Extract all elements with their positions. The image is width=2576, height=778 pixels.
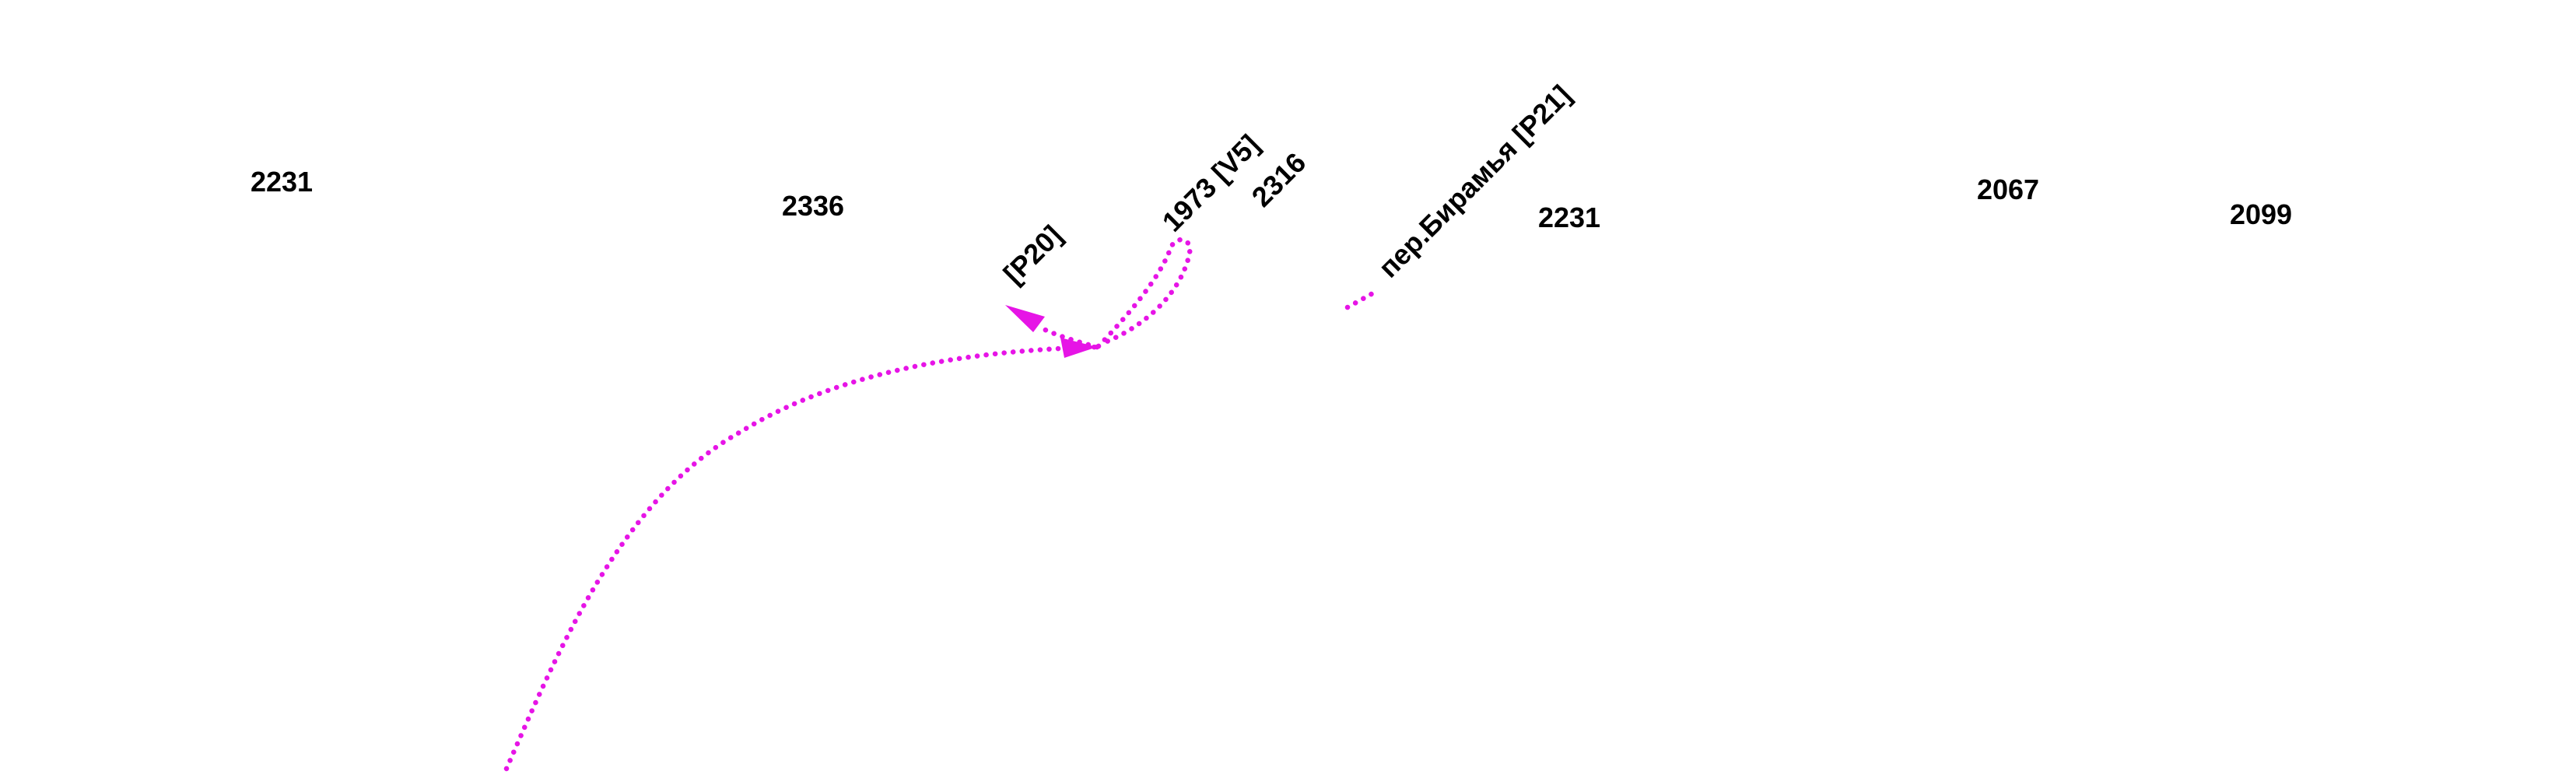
- waypoint-label-p20: [P20]: [997, 219, 1068, 289]
- elevation-label: 2231: [251, 166, 313, 198]
- loop-route-track[interactable]: [1095, 237, 1193, 349]
- waypoint-label-p21: пер.Бирамья [P21]: [1372, 79, 1577, 283]
- direction-arrow-on-main: [1060, 338, 1097, 358]
- waypoint-label-v5: 1973 [V5]: [1156, 128, 1266, 238]
- pass-route-track[interactable]: [1344, 289, 1379, 310]
- main-route-track[interactable]: [503, 344, 1100, 772]
- direction-arrow-to-p20: [1005, 305, 1045, 332]
- elevation-label: 2099: [2230, 198, 2292, 230]
- elevation-label: 2336: [782, 190, 844, 222]
- elevation-label: 2231: [1538, 202, 1600, 233]
- elevation-label: 2067: [1977, 173, 2039, 205]
